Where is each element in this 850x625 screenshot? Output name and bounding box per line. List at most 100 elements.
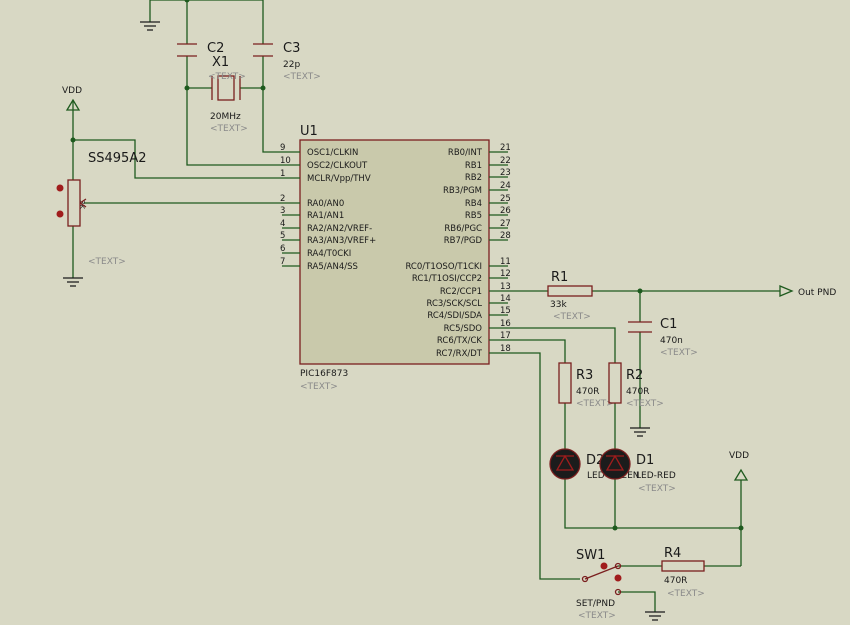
- out-label: Out PND: [798, 288, 836, 298]
- pin-name: RB7/PGD: [444, 236, 483, 246]
- pin-name: RB2: [465, 173, 482, 183]
- pin-name: RB0/INT: [448, 148, 483, 158]
- capacitor-c3: C3 22p <TEXT>: [253, 41, 321, 82]
- c2-ref: C2: [207, 41, 224, 56]
- pin-number: 2: [280, 194, 285, 204]
- r3-placeholder: <TEXT>: [576, 399, 614, 409]
- c1-ref: C1: [660, 317, 677, 332]
- pin-name: RB5: [465, 211, 482, 221]
- r3-ref: R3: [576, 368, 593, 383]
- sensor-placeholder: <TEXT>: [88, 257, 126, 267]
- pin-number: 18: [500, 344, 511, 354]
- pin-name: RC5/SDO: [444, 324, 483, 334]
- resistor-r4: R4 470R <TEXT>: [661, 546, 705, 599]
- pin-name: RC1/T1OSI/CCP2: [412, 274, 482, 284]
- pin-name: RA2/AN2/VREF-: [307, 224, 372, 234]
- r2-value: 470R: [626, 387, 649, 397]
- x1-value: 20MHz: [210, 112, 241, 122]
- c1-placeholder: <TEXT>: [660, 348, 698, 358]
- crystal-x1: X1 <TEXT> 20MHz <TEXT>: [208, 55, 248, 134]
- pin-name: RC7/RX/DT: [436, 349, 483, 359]
- r1-ref: R1: [551, 270, 568, 285]
- output-terminal: Out PND: [779, 285, 836, 298]
- resistor-r3: R3 470R <TEXT>: [558, 362, 614, 409]
- pin-name: RA3/AN3/VREF+: [307, 236, 376, 246]
- pin-number: 4: [280, 219, 285, 229]
- vdd-terminal-right: VDD: [729, 451, 749, 481]
- pin-number: 5: [280, 231, 285, 241]
- r2-ref: R2: [626, 368, 643, 383]
- led-d1: D1 LED-RED <TEXT>: [599, 448, 676, 494]
- ground-top: [140, 21, 160, 31]
- mcu-right-pins: 21RB0/INT22RB123RB224RB3/PGM25RB426RB527…: [405, 143, 510, 359]
- pin-name: RC0/T1OSO/T1CKI: [405, 262, 482, 272]
- sw1-placeholder: <TEXT>: [578, 611, 616, 621]
- ground-c1: [630, 427, 650, 437]
- pin-number: 16: [500, 319, 511, 329]
- pin-number: 12: [500, 269, 511, 279]
- c2-placeholder: <TEXT>: [208, 72, 246, 82]
- capacitor-c2: C2: [177, 41, 224, 57]
- sw1-value: SET/PND: [576, 599, 615, 609]
- pin-number: 3: [280, 206, 285, 216]
- pin-name: RA5/AN4/SS: [307, 262, 358, 272]
- junctions: [70, 0, 744, 531]
- r4-placeholder: <TEXT>: [667, 589, 705, 599]
- pin-number: 24: [500, 181, 511, 191]
- pin-number: 9: [280, 143, 285, 153]
- d1-ref: D1: [636, 453, 654, 468]
- r4-ref: R4: [664, 546, 681, 561]
- r1-value: 33k: [550, 300, 567, 310]
- mcu-placeholder: <TEXT>: [300, 382, 338, 392]
- r1-placeholder: <TEXT>: [553, 312, 591, 322]
- ground-sensor: [63, 277, 83, 287]
- capacitor-c1: C1 470n <TEXT>: [628, 317, 698, 358]
- vdd-label-right: VDD: [729, 451, 749, 461]
- pin-number: 28: [500, 231, 511, 241]
- ground-sw1: [645, 611, 665, 621]
- x1-placeholder: <TEXT>: [210, 124, 248, 134]
- r2-placeholder: <TEXT>: [626, 399, 664, 409]
- pin-number: 13: [500, 282, 511, 292]
- c3-ref: C3: [283, 41, 300, 56]
- switch-sw1: SW1 SET/PND <TEXT>: [576, 548, 622, 621]
- pin-name: RC6/TX/CK: [437, 336, 483, 346]
- r4-value: 470R: [664, 576, 687, 586]
- pin-name: RB4: [465, 199, 482, 209]
- d1-value: LED-RED: [636, 471, 676, 481]
- sensor-ss495a2: 3K SS495A2 <TEXT>: [56, 151, 146, 267]
- pin-name: OSC1/CLKIN: [307, 148, 358, 158]
- sw1-ref: SW1: [576, 548, 605, 563]
- pin-number: 26: [500, 206, 511, 216]
- pin-name: RC4/SDI/SDA: [427, 311, 482, 321]
- pin-number: 22: [500, 156, 511, 166]
- pin-number: 23: [500, 168, 511, 178]
- mcu-part: PIC16F873: [300, 369, 348, 379]
- pin-number: 17: [500, 331, 511, 341]
- pin-name: OSC2/CLKOUT: [307, 161, 368, 171]
- pin-number: 15: [500, 306, 511, 316]
- pin-name: MCLR/Vpp/THV: [307, 174, 371, 184]
- resistor-r2: R2 470R <TEXT>: [608, 362, 664, 409]
- pin-number: 27: [500, 219, 511, 229]
- pin-name: RA4/T0CKI: [307, 249, 351, 259]
- vdd-terminal-left: VDD: [62, 86, 82, 111]
- pin-name: RB1: [465, 161, 482, 171]
- pin-name: RB3/PGM: [443, 186, 482, 196]
- pin-name: RA0/AN0: [307, 199, 344, 209]
- mcu-body: [299, 139, 490, 365]
- vdd-label-left: VDD: [62, 86, 82, 96]
- x1-ref: X1: [212, 55, 229, 70]
- c3-placeholder: <TEXT>: [283, 72, 321, 82]
- mcu-ref: U1: [300, 124, 318, 139]
- pin-name: RA1/AN1: [307, 211, 344, 221]
- pin-number: 25: [500, 194, 511, 204]
- sensor-ref: SS495A2: [88, 151, 146, 166]
- pin-number: 1: [280, 169, 285, 179]
- c1-value: 470n: [660, 336, 683, 346]
- pin-name: RC2/CCP1: [440, 287, 482, 297]
- resistor-r1: R1 33k <TEXT>: [547, 270, 593, 322]
